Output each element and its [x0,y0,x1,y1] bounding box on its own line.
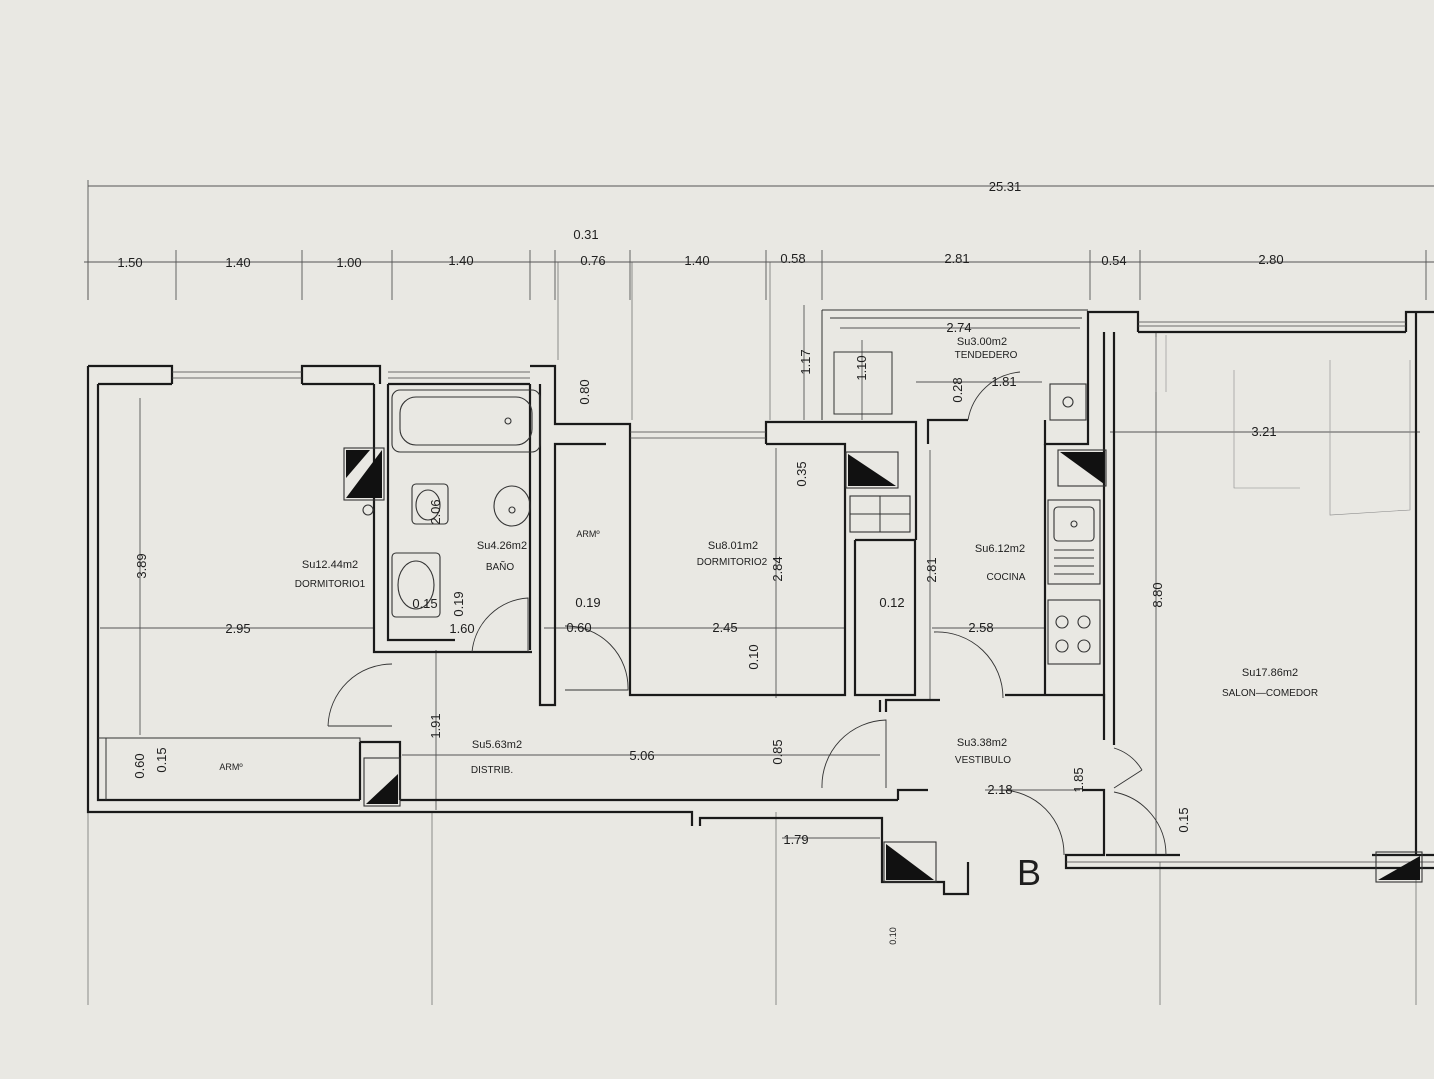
room-name-cocina: COCINA [987,572,1026,583]
room-area-dormitorio1: Su12.44m2 [302,559,358,571]
dim-top-3: 1.00 [336,255,361,270]
room-name-tendedero: TENDEDERO [955,350,1018,361]
dim-5-06: 5.06 [629,748,654,763]
dim-0-28: 0.28 [950,377,965,402]
room-area-salon: Su17.86m2 [1242,667,1298,679]
dim-0-12: 0.12 [879,595,904,610]
dim-0-15-salon: 0.15 [1176,807,1191,832]
room-area-bano: Su4.26m2 [477,540,527,552]
room-name-dormitorio2: DORMITORIO2 [697,557,768,568]
dim-0-80-top: 0.80 [577,379,592,404]
dim-2-95: 2.95 [225,621,250,636]
dim-0-10-bottom: 0.10 [888,927,898,945]
dim-top-10: 0.54 [1101,253,1126,268]
room-name-dormitorio1: DORMITORIO1 [295,579,366,590]
bathroom-fixtures [362,389,541,618]
closet-label-dormitorio2: ARMº [576,529,600,539]
dim-3-89: 3.89 [134,553,149,578]
dim-3-21: 3.21 [1251,424,1276,439]
dim-0-15-closet: 0.15 [154,747,169,772]
room-name-salon: SALON—COMEDOR [1222,688,1318,699]
dim-top-7: 1.40 [684,253,709,268]
room-area-dormitorio2: Su8.01m2 [708,540,758,552]
dim-1-60: 1.60 [449,621,474,636]
salon-sketch [1155,335,1411,516]
unit-letter: B [1017,852,1041,893]
kitchen-fixtures [849,383,1101,665]
dim-1-79: 1.79 [783,832,808,847]
dim-2-18: 2.18 [987,782,1012,797]
room-area-tendedero: Su3.00m2 [957,336,1007,348]
dim-8-80: 8.80 [1150,582,1165,607]
dim-top-1: 1.50 [117,255,142,270]
dim-0-60: 0.60 [566,620,591,635]
ventilation-ducts [343,447,1423,883]
walls [86,310,1434,896]
dim-0-10-dorm2: 0.10 [746,644,761,669]
dimension-lines [84,180,1434,1005]
room-name-bano: BAÑO [486,560,515,573]
dim-0-60-closet: 0.60 [132,753,147,778]
dim-2-81-vert: 2.81 [924,557,939,582]
dim-2-58: 2.58 [968,620,993,635]
dim-top-11: 2.80 [1258,252,1283,267]
dim-top-9: 2.81 [944,251,969,266]
dim-0-15-bath: 0.15 [412,596,437,611]
top-dimension-labels: 25.31 1.50 1.40 1.00 1.40 0.31 0.76 1.40… [117,179,1283,270]
room-area-cocina: Su6.12m2 [975,543,1025,555]
dim-2-45: 2.45 [712,620,737,635]
dim-tendedero-width: 2.74 [946,320,971,335]
doors [327,597,1167,856]
dim-1-17: 1.17 [798,349,813,374]
dim-1-85: 1.85 [1071,767,1086,792]
windows [172,321,1434,863]
dim-2-84: 2.84 [770,556,785,581]
dim-0-19-a: 0.19 [575,595,600,610]
tendedero-area [821,309,1088,421]
dim-top-6: 0.76 [580,253,605,268]
room-name-distrib: DISTRIB. [471,765,513,776]
dim-2-06: 2.06 [428,499,443,524]
room-area-vestibulo: Su3.38m2 [957,737,1007,749]
dim-top-4: 1.40 [448,253,473,268]
dim-top-8: 0.58 [780,251,805,266]
dim-0-35: 0.35 [794,461,809,486]
dim-1-91: 1.91 [428,713,443,738]
dim-1-10: 1.10 [854,355,869,380]
room-area-distrib: Su5.63m2 [472,739,522,751]
dim-top-5: 0.31 [573,227,598,242]
dim-0-85: 0.85 [770,739,785,764]
dim-total-width: 25.31 [989,179,1022,194]
dim-0-19-b: 0.19 [451,591,466,616]
closet-label-dormitorio1: ARMº [219,762,243,772]
dim-top-2: 1.40 [225,255,250,270]
interior-dimension-labels: 2.74 1.17 1.10 0.28 1.81 0.80 3.89 2.95 … [132,320,1277,945]
room-labels: Su12.44m2 DORMITORIO1 Su4.26m2 BAÑO Su8.… [219,336,1318,893]
room-name-vestibulo: VESTIBULO [955,755,1011,766]
dim-1-81: 1.81 [991,374,1016,389]
